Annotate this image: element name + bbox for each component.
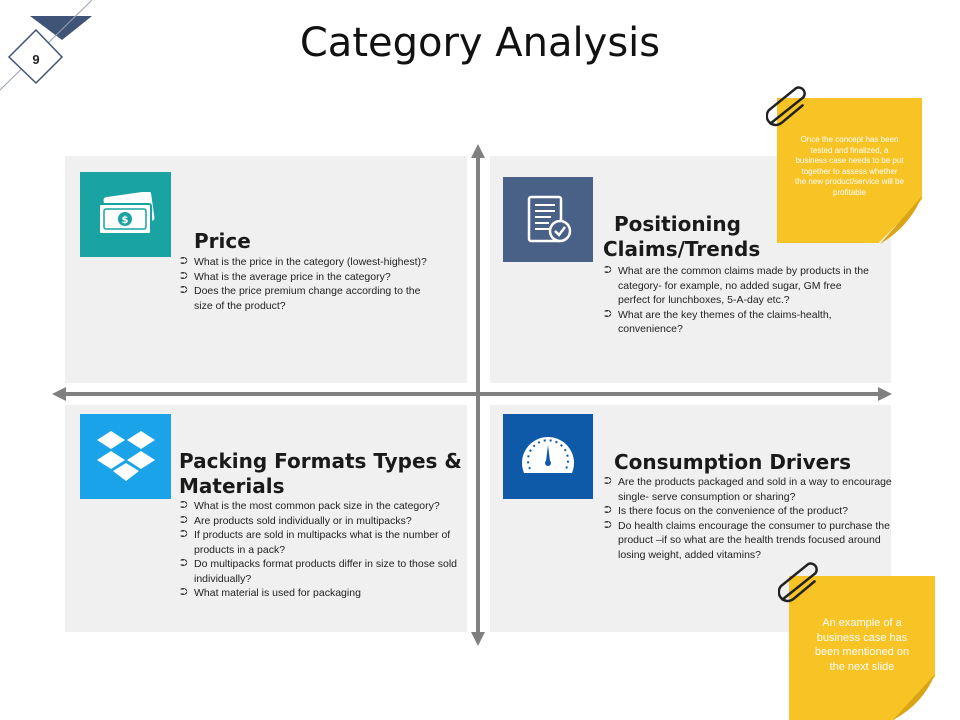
document-check-icon [527, 195, 572, 242]
list-item: Do health claims encourage the consumer … [604, 519, 894, 563]
svg-text:$: $ [121, 215, 128, 226]
list-item: What is the most common pack size in the… [180, 499, 460, 514]
sticky-note-top-text: Once the concept has been tested and fin… [795, 135, 904, 197]
list-item: What is the price in the category (lowes… [180, 255, 430, 270]
list-item: What are the key themes of the claims-he… [604, 308, 874, 337]
list-item: If products are sold in multipacks what … [180, 528, 460, 557]
price-heading: Price [194, 229, 251, 253]
list-item: What material is used for packaging [180, 586, 460, 601]
page-title: Category Analysis [299, 20, 661, 66]
consumption-heading: Consumption Drivers [614, 450, 852, 474]
list-item: What are the common claims made by produ… [604, 264, 874, 308]
note-fold-icon [880, 196, 922, 244]
list-item: Does the price premium change according … [180, 284, 430, 313]
sticky-note-top: Once the concept has been tested and fin… [777, 98, 922, 243]
positioning-heading: Positioning Claims/Trends [603, 212, 853, 262]
note-fold-icon [893, 674, 935, 720]
positioning-bullets: What are the common claims made by produ… [604, 264, 874, 337]
gauge-icon [522, 436, 574, 473]
sticky-note-bottom-text: An example of a business case has been m… [814, 617, 910, 673]
positioning-heading-line2: Claims/Trends [603, 237, 761, 261]
consumption-icon-box [503, 414, 593, 499]
money-bill-icon: $ [97, 191, 154, 235]
list-item: Are products sold individually or in mul… [180, 514, 460, 529]
list-item: Is there focus on the convenience of the… [604, 504, 894, 519]
packing-bullets: What is the most common pack size in the… [180, 499, 460, 601]
packing-icon-box [80, 414, 171, 499]
list-item: Are the products packaged and sold in a … [604, 475, 894, 504]
sticky-note-bottom: An example of a business case has been m… [789, 576, 935, 720]
paperclip-icon [778, 562, 818, 603]
packing-heading: Packing Formats Types & Materials [179, 449, 462, 498]
paperclip-icon [766, 86, 806, 127]
dropbox-box-icon [96, 430, 155, 481]
list-item: What is the average price in the categor… [180, 270, 430, 285]
page-number: 9 [32, 52, 40, 67]
price-icon-box: $ [80, 172, 171, 257]
corner-badge [0, 0, 93, 91]
list-item: Do multipacks format products differ in … [180, 557, 460, 586]
consumption-bullets: Are the products packaged and sold in a … [604, 475, 894, 562]
price-bullets: What is the price in the category (lowes… [180, 255, 430, 313]
positioning-heading-line1: Positioning [614, 212, 741, 236]
positioning-icon-box [503, 177, 593, 262]
